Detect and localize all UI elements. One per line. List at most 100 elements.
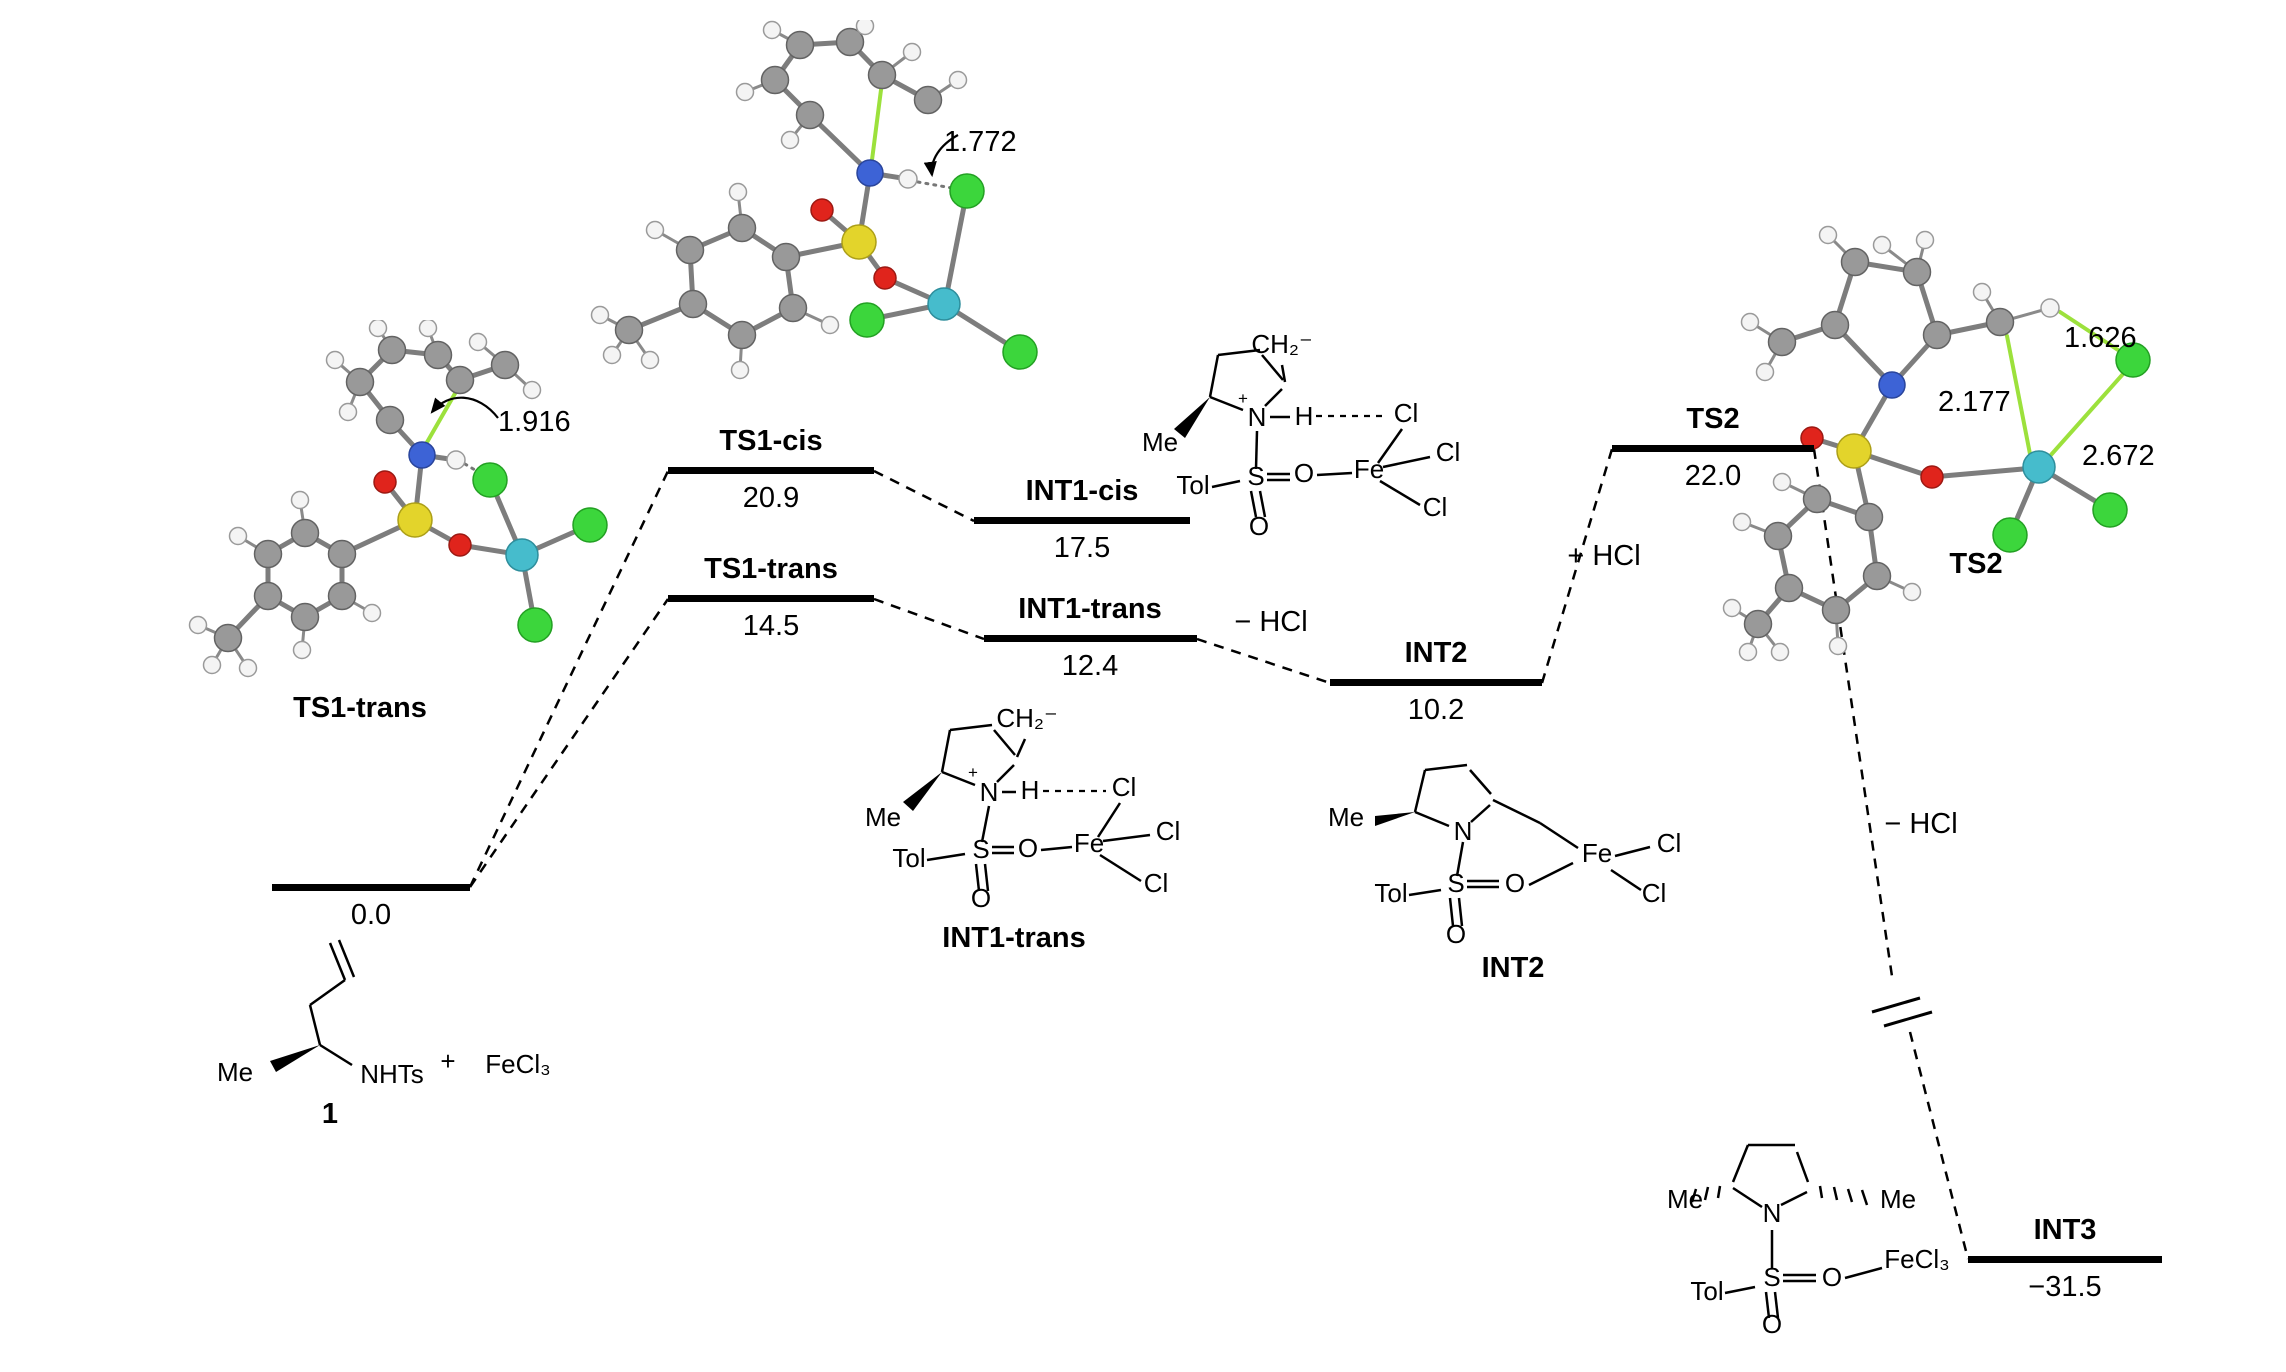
level-bar-int3: [1968, 1256, 2162, 1263]
caption-ts1-trans: TS1-trans: [293, 692, 427, 724]
bonds: [903, 723, 1151, 892]
caption-compound-1: 1: [321, 1098, 339, 1130]
distance-label-ts2-h-cl: 1.626: [2064, 322, 2137, 354]
atom-label-o: O: [1822, 1262, 1842, 1292]
atom-label-me: Me: [1667, 1184, 1703, 1214]
bonds: [1375, 763, 1651, 927]
atom-label-ch2: CH₂⁻: [1251, 329, 1312, 359]
atom-label-s: S: [972, 834, 989, 864]
atom-label-cl: Cl: [1436, 437, 1461, 467]
distance-label-ts1-trans: 1.916: [498, 406, 571, 438]
distance-label-ts2-fe-c: 2.177: [1938, 386, 2011, 418]
level-bar-ts1-trans: [668, 595, 874, 602]
atoms: [1722, 225, 2151, 662]
atom-label-me: Me: [1880, 1184, 1916, 1214]
atom-label-o: O: [971, 883, 991, 913]
atom-label-fecl3: FeCl₃: [1884, 1244, 1949, 1274]
atom-label-cl: Cl: [1642, 878, 1667, 908]
level-bar-ts1-cis: [668, 467, 874, 474]
atom-label-o: O: [1505, 868, 1525, 898]
int2-structure: Me N Fe Cl Cl Tol S O O: [1328, 763, 1682, 949]
level-value-int3: −31.5: [2028, 1271, 2102, 1303]
caption-ts2: TS2: [1949, 548, 2003, 580]
level-bar-int1-cis: [974, 517, 1190, 524]
level-label-int1-trans: INT1-trans: [1018, 593, 1162, 625]
level-label-ts1-cis: TS1-cis: [719, 425, 823, 457]
charge-plus: +: [1238, 389, 1248, 408]
level-bar-int2: [1330, 679, 1542, 686]
level-label-int1-cis: INT1-cis: [1025, 475, 1139, 507]
atom-label-s: S: [1247, 461, 1264, 491]
level-value-int1-trans: 12.4: [1061, 650, 1119, 682]
atom-label-fecl3: FeCl₃: [485, 1049, 550, 1079]
compound-1-structure: Me NHTs + FeCl₃: [217, 939, 551, 1089]
atom-label-tol: Tol: [892, 843, 925, 873]
atom-label-cl: Cl: [1156, 816, 1181, 846]
atom-label-n: N: [1454, 816, 1473, 846]
atom-label-o: O: [1762, 1309, 1782, 1339]
atom-label-tol: Tol: [1176, 470, 1209, 500]
atom-label-n: N: [980, 777, 999, 807]
level-value-start: 0.0: [350, 899, 392, 931]
ts1-trans-3d-structure: [188, 320, 608, 678]
level-value-int1-cis: 17.5: [1053, 532, 1111, 564]
atom-label-me: Me: [217, 1057, 253, 1087]
atom-label-cl: Cl: [1394, 398, 1419, 428]
level-label-ts2: TS2: [1686, 403, 1740, 435]
atom-label-s: S: [1763, 1262, 1780, 1292]
atom-label-me: Me: [1328, 802, 1364, 832]
charge-plus: +: [968, 763, 978, 782]
atom-label-n: N: [1248, 402, 1267, 432]
distance-label-ts2-fe-cl: 2.672: [2082, 440, 2155, 472]
bonds: [1174, 348, 1431, 518]
edge-label-minus-hcl-2: − HCl: [1884, 808, 1958, 840]
atom-label-o: O: [1249, 511, 1269, 540]
edge-label-minus-hcl-1: − HCl: [1234, 606, 1308, 638]
atom-label-me: Me: [1142, 427, 1178, 457]
int1-trans-structure: CH₂⁻ + N H Cl Me Tol S O Fe Cl Cl O: [865, 703, 1181, 913]
atom-label-me: Me: [865, 802, 901, 832]
level-value-ts1-trans: 14.5: [742, 610, 800, 642]
atom-label-fe: Fe: [1074, 828, 1104, 858]
atom-label-fe: Fe: [1582, 838, 1612, 868]
caption-int1-trans: INT1-trans: [942, 922, 1086, 954]
curved-arrow-icon: [923, 134, 959, 178]
atom-label-tol: Tol: [1690, 1276, 1723, 1306]
atom-label-o: O: [1446, 919, 1466, 949]
atom-label-tol: Tol: [1374, 878, 1407, 908]
atom-label-h: H: [1021, 775, 1040, 805]
atom-label-ch2: CH₂⁻: [996, 703, 1057, 733]
atom-label-o: O: [1294, 458, 1314, 488]
edge-label-plus-hcl: + HCl: [1567, 540, 1641, 572]
atom-label-h: H: [1295, 401, 1314, 431]
level-label-int2: INT2: [1404, 637, 1468, 669]
atom-label-cl: Cl: [1112, 772, 1137, 802]
bonds: [1690, 1143, 1883, 1319]
atoms: [188, 320, 608, 678]
caption-int2: INT2: [1481, 952, 1545, 984]
level-bar-start: [272, 884, 470, 891]
bonds: [270, 939, 356, 1072]
ts1-cis-3d-structure: [590, 20, 1038, 380]
atom-label-fe: Fe: [1354, 454, 1384, 484]
atom-label-cl: Cl: [1423, 492, 1448, 522]
atom-label-nhts: NHTs: [360, 1059, 424, 1089]
int3-structure: Me Me N Tol S O FeCl₃ O: [1667, 1143, 1950, 1339]
plus-sign: +: [440, 1046, 455, 1076]
level-value-ts1-cis: 20.9: [742, 482, 800, 514]
atom-label-cl: Cl: [1144, 868, 1169, 898]
atom-label-n: N: [1763, 1198, 1782, 1228]
path-break-icon: [1871, 996, 1933, 1028]
atoms: [590, 20, 1038, 380]
distance-label-ts1-cis: 1.772: [944, 126, 1017, 158]
int1-cis-structure: CH₂⁻ + N H Cl Me Tol S O Fe Cl Cl O: [1142, 329, 1461, 540]
atom-label-o: O: [1018, 833, 1038, 863]
level-value-int2: 10.2: [1407, 694, 1465, 726]
atom-label-s: S: [1447, 868, 1464, 898]
level-label-int3: INT3: [2033, 1214, 2097, 1246]
atom-label-cl: Cl: [1657, 828, 1682, 858]
ts2-3d-structure: [1722, 225, 2151, 662]
level-bar-int1-trans: [984, 635, 1197, 642]
